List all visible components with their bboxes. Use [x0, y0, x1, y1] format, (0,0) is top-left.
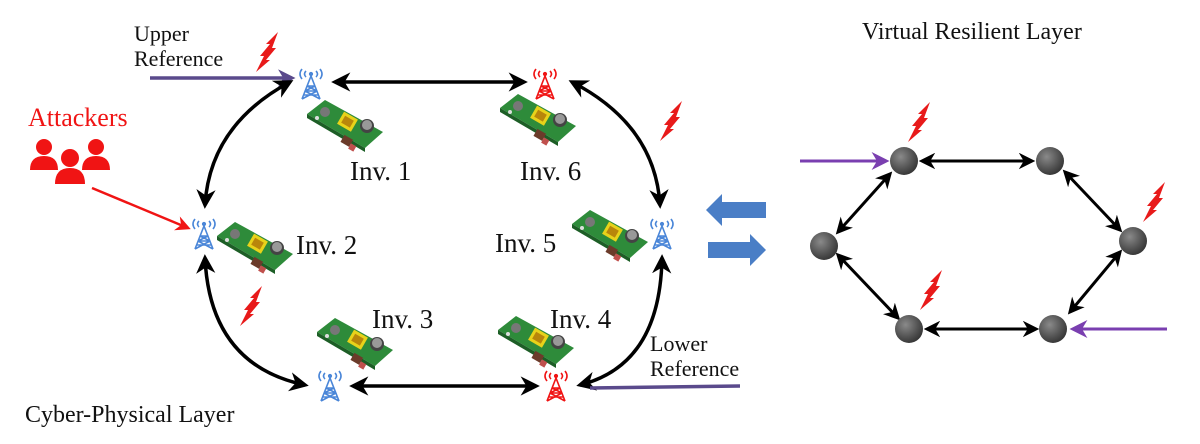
attack-bolt-icon	[1143, 182, 1165, 222]
tower-icon-inv5	[650, 218, 674, 250]
upper-reference-line2: Reference	[134, 45, 224, 71]
attack-arrow	[91, 186, 191, 231]
inverter-board-icon	[307, 100, 383, 152]
virtual-link	[835, 252, 901, 321]
virtual-node	[1036, 147, 1064, 175]
inverter-board-icon	[217, 222, 293, 274]
inv-5-label: Inv. 5	[495, 228, 557, 258]
attackers-icon	[30, 139, 110, 184]
lower-reference-line1: Lower	[650, 331, 708, 356]
virtual-resilient-layer-title: Virtual Resilient Layer	[862, 19, 1082, 45]
tower-icon-inv4	[544, 370, 568, 402]
link-inv5-inv4	[576, 254, 672, 391]
tower-icon-inv3	[318, 370, 342, 402]
virtual-link	[1067, 249, 1123, 315]
virtual-link	[1062, 169, 1123, 233]
upper-reference-label: Upper Reference	[134, 21, 224, 71]
inv-4-label: Inv. 4	[550, 304, 612, 334]
inv-2-label: Inv. 2	[296, 230, 358, 260]
tower-icon-inv1	[299, 68, 323, 100]
inverter-board-icon	[500, 94, 576, 146]
lower-reference-line2: Reference	[650, 355, 740, 381]
upper-reference-line1: Upper	[134, 21, 189, 46]
lower-reference-arrow	[589, 384, 741, 390]
exchange-arrow-left	[706, 194, 766, 226]
attack-bolt-icon	[240, 286, 262, 326]
virtual-node	[1119, 227, 1147, 255]
link-inv6-inv5	[568, 80, 669, 209]
link-inv2-inv3	[196, 254, 309, 392]
attackers-label: Attackers	[28, 103, 128, 132]
virtual-node	[810, 232, 838, 260]
inverter-board-icon	[572, 210, 648, 262]
attack-bolt-icon	[908, 102, 930, 142]
attack-bolt-icon	[920, 270, 942, 310]
virtual-node	[890, 147, 918, 175]
virtual-node	[895, 315, 923, 343]
virtual-node	[1039, 315, 1067, 343]
inv-3-label: Inv. 3	[372, 304, 434, 334]
exchange-arrow-right	[708, 234, 766, 266]
link-inv1-inv2	[196, 80, 294, 209]
virtual-link	[835, 171, 893, 235]
tower-icon-inv6	[533, 68, 557, 100]
attack-bolt-icon	[256, 32, 278, 72]
lower-reference-label: Lower Reference	[650, 331, 740, 381]
inv-1-label: Inv. 1	[350, 156, 412, 186]
cyber-physical-layer-title: Cyber-Physical Layer	[25, 402, 235, 428]
attack-bolt-icon	[660, 101, 682, 141]
tower-icon-inv2	[192, 218, 216, 250]
inv-6-label: Inv. 6	[520, 156, 582, 186]
